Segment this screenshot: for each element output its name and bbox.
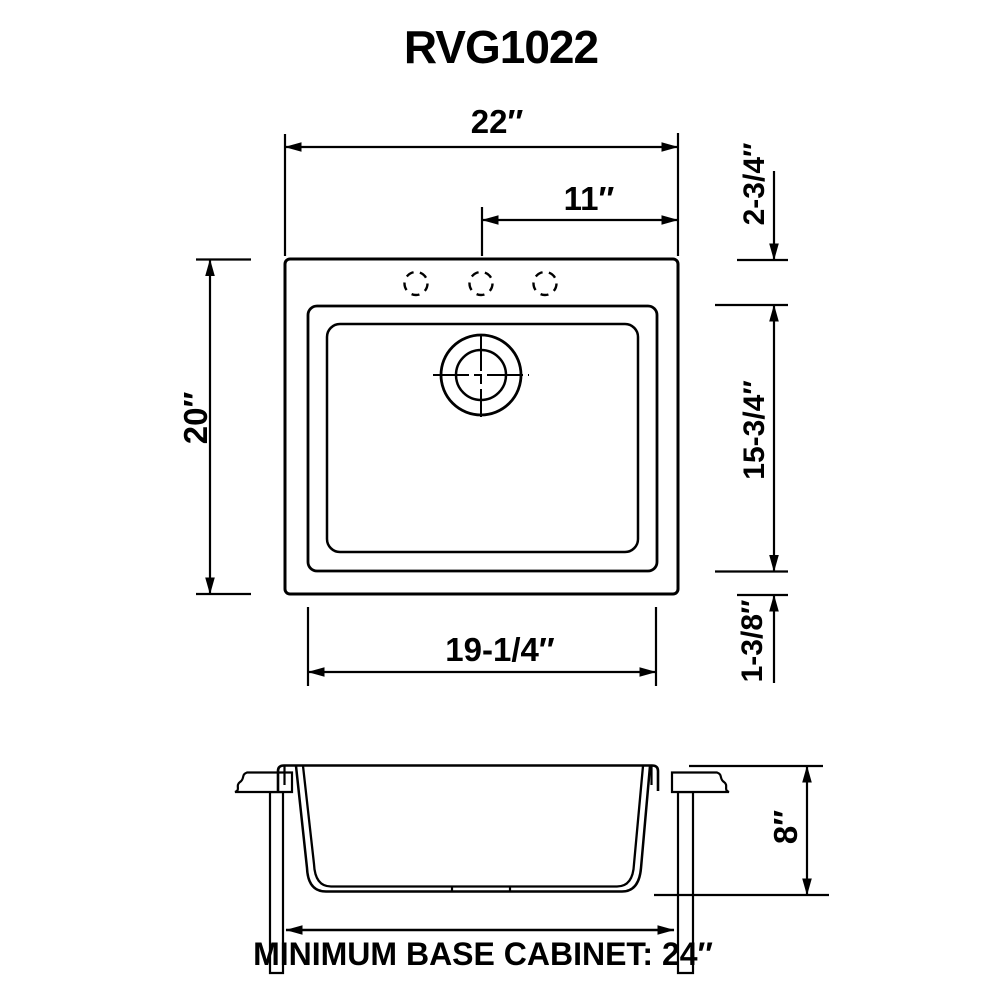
sink-outer-rim-rect [283, 257, 680, 596]
side-view [234, 764, 730, 975]
dim-label-bowl-height: 8″ [767, 810, 804, 844]
bowl-inner-rect [325, 322, 640, 554]
bowl-wall-inner [301, 765, 645, 888]
sink-section-rim [276, 764, 660, 791]
faucet-hole-center [468, 270, 494, 297]
dim-label-rim-to-bowl: 2-3/4″ [738, 143, 771, 226]
dim-label-bowl-width: 19-1/4″ [445, 631, 555, 668]
base-cabinet-label: MINIMUM BASE CABINET: 24″ [253, 936, 713, 972]
side-view-dimensions: 8″ MINIMUM BASE CABINET: 24″ [253, 764, 829, 972]
dim-label-overall-depth: 20″ [177, 392, 214, 445]
page-title: RVG1022 [404, 21, 598, 73]
dim-label-bowl-to-edge: 1-3/8″ [736, 600, 769, 683]
bowl-wall-outer [294, 765, 652, 893]
dim-label-overall-width: 22″ [471, 103, 524, 140]
faucet-hole-left [403, 270, 429, 297]
dim-label-bowl-depth: 15-3/4″ [738, 380, 771, 479]
top-view [283, 257, 680, 596]
bowl-outer-rect [306, 304, 659, 573]
dim-label-faucet-offset: 11″ [564, 180, 615, 217]
top-view-dimensions: 22″ 11″ 20″ 2-3/4″ 15-3/4″ 1-3/8″ 19-1/4… [177, 103, 788, 686]
countertop-right [670, 771, 730, 794]
faucet-hole-right [532, 270, 558, 297]
